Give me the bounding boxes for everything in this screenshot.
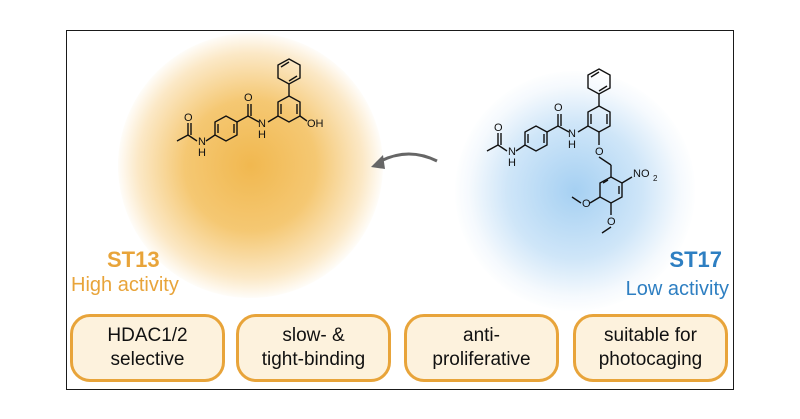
atom-o-label: O xyxy=(595,146,604,158)
atom-h-label: H xyxy=(198,147,206,159)
atom-o-label: O xyxy=(494,122,503,134)
st13-structure: O N H OH O N H xyxy=(176,58,324,159)
st13-glow xyxy=(118,33,383,298)
conversion-arrow xyxy=(371,152,438,169)
figure-frame: O N H OH O N H xyxy=(66,30,734,390)
feature-pill-photocaging: suitable for photocaging xyxy=(573,314,728,382)
atom-o-label: O xyxy=(607,216,616,228)
atom-oh-label: OH xyxy=(307,118,324,130)
st17-structure: O N H O N H O NO 2 O O xyxy=(486,68,658,234)
feature-pill-binding: slow- & tight-binding xyxy=(236,314,391,382)
atom-h-label: H xyxy=(508,157,516,169)
atom-n-label: N xyxy=(258,118,266,130)
atom-n-label: N xyxy=(568,128,576,140)
atom-h-label: H xyxy=(568,139,576,151)
st17-activity-label: Low activity xyxy=(625,278,729,300)
atom-o-label: O xyxy=(582,198,591,210)
atom-o-label: O xyxy=(244,92,253,104)
st13-activity-label: High activity xyxy=(71,274,179,296)
atom-o-label: O xyxy=(184,112,193,124)
st13-name: ST13 xyxy=(107,247,160,272)
atom-n-label: N xyxy=(198,136,206,148)
nitro-subscript: 2 xyxy=(653,174,658,183)
feature-pill-antiproliferative: anti- proliferative xyxy=(404,314,559,382)
st17-name: ST17 xyxy=(669,247,722,272)
atom-n-label: N xyxy=(508,146,516,158)
feature-pill-selectivity: HDAC1/2 selective xyxy=(70,314,225,382)
atom-o-label: O xyxy=(554,102,563,114)
atom-h-label: H xyxy=(258,129,266,141)
nitro-label: NO xyxy=(633,168,650,180)
st17-glow xyxy=(455,71,695,311)
